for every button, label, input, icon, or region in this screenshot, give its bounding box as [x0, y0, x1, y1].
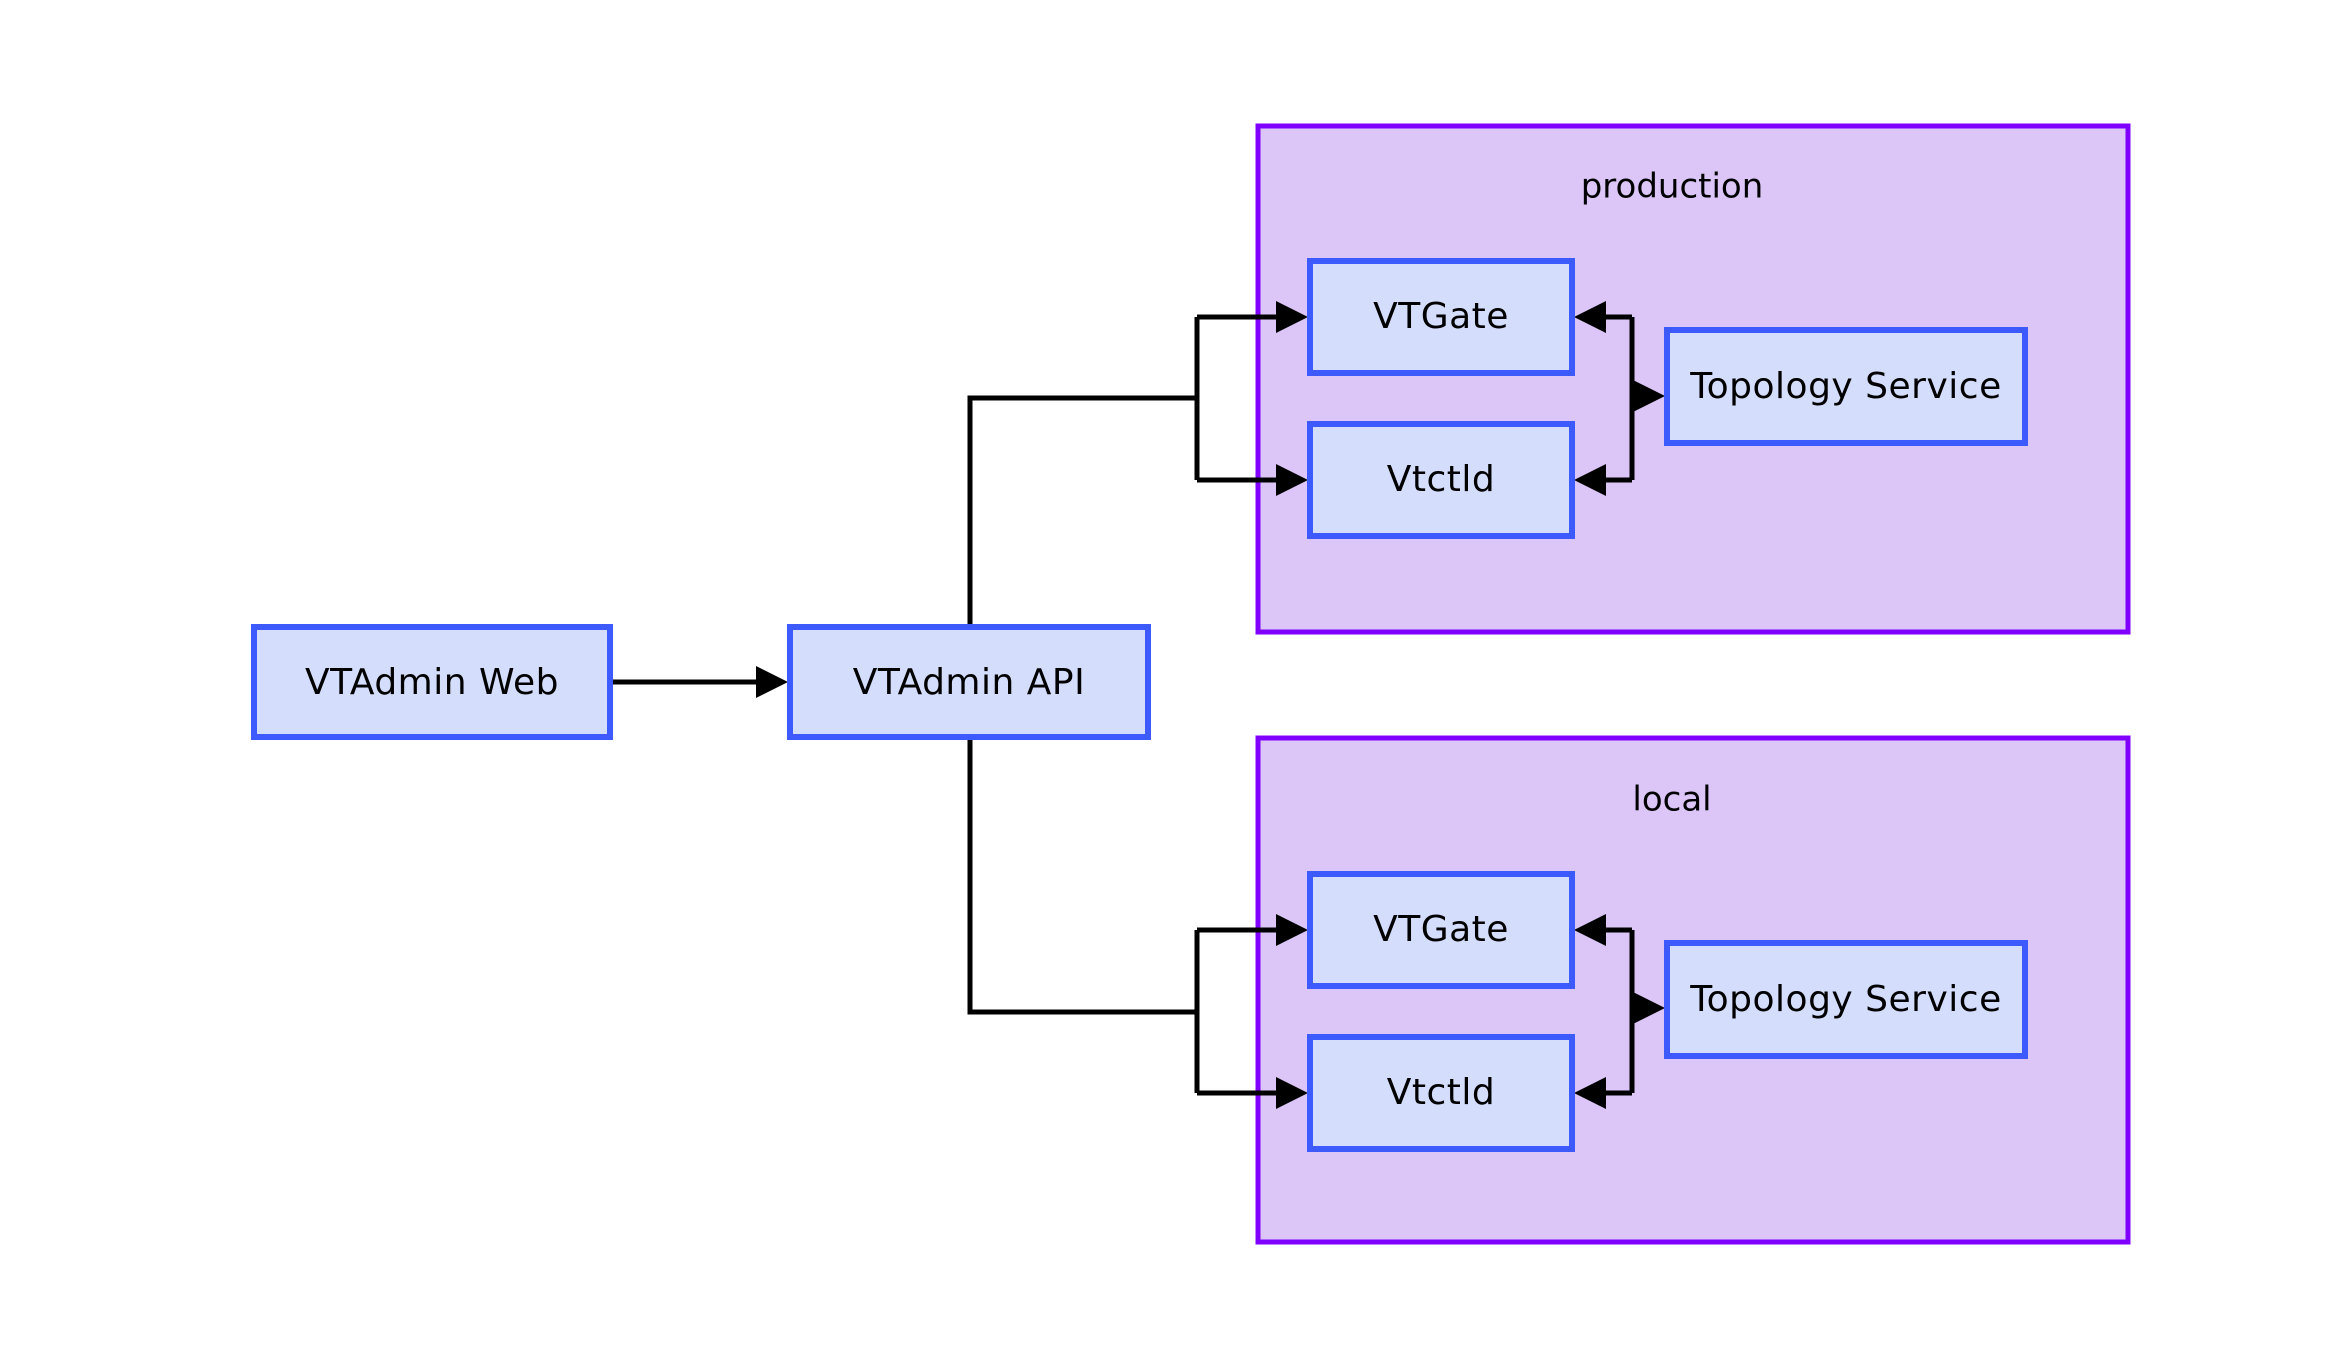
- node-vtadmin-api[interactable]: VTAdmin API: [787, 624, 1151, 740]
- edge-api-to-local: [967, 737, 1308, 1109]
- node-local-topology-service-label: Topology Service: [1689, 979, 2001, 1020]
- node-production-vtctld[interactable]: Vtctld: [1307, 421, 1575, 539]
- edge-production-topology-hub: [1574, 301, 1665, 496]
- edge-local-topology-in-arrowhead: [1633, 992, 1665, 1024]
- node-local-topology-service-rect[interactable]: [1664, 940, 2028, 1059]
- node-production-vtctld-rect[interactable]: [1307, 421, 1575, 539]
- node-vtadmin-web-label: VTAdmin Web: [305, 662, 559, 703]
- node-production-topology-service-label: Topology Service: [1689, 366, 2001, 407]
- node-local-vtctld-rect[interactable]: [1307, 1034, 1575, 1152]
- edge-api-to-production-trunk: [967, 395, 1197, 627]
- node-vtadmin-web-rect[interactable]: [251, 624, 613, 740]
- edge-local-topology-hub: [1574, 914, 1665, 1109]
- node-local-vtgate-label: VTGate: [1373, 909, 1509, 950]
- node-local-vtctld-label: Vtctld: [1387, 1072, 1496, 1113]
- node-production-vtctld-label: Vtctld: [1387, 459, 1496, 500]
- node-vtadmin-api-rect[interactable]: [787, 624, 1151, 740]
- edge-web-to-api: [612, 666, 788, 698]
- edge-production-topology-to-vtgate-arrowhead: [1574, 301, 1606, 333]
- edge-production-topology-in-arrowhead: [1633, 380, 1665, 412]
- cluster-production-label: production: [1581, 167, 1764, 207]
- node-local-vtctld[interactable]: Vtctld: [1307, 1034, 1575, 1152]
- edge-api-to-production-vtgate-arrowhead: [1276, 301, 1308, 333]
- edge-api-to-production-vtctld-arrowhead: [1276, 464, 1308, 496]
- edge-web-to-api-arrowhead: [756, 666, 788, 698]
- node-production-topology-service[interactable]: Topology Service: [1664, 327, 2028, 446]
- edge-api-to-local-vtgate-arrowhead: [1276, 914, 1308, 946]
- edge-api-to-production: [967, 301, 1308, 627]
- node-production-vtgate-rect[interactable]: [1307, 258, 1575, 376]
- cluster-local-label: local: [1632, 780, 1711, 820]
- edge-production-topology-to-vtctld-arrowhead: [1574, 464, 1606, 496]
- edge-api-to-local-vtctld-arrowhead: [1276, 1077, 1308, 1109]
- node-vtadmin-web[interactable]: VTAdmin Web: [251, 624, 613, 740]
- node-production-vtgate-label: VTGate: [1373, 296, 1509, 337]
- node-production-vtgate[interactable]: VTGate: [1307, 258, 1575, 376]
- node-local-vtgate[interactable]: VTGate: [1307, 871, 1575, 989]
- node-local-topology-service[interactable]: Topology Service: [1664, 940, 2028, 1059]
- edge-api-to-local-trunk: [967, 737, 1197, 1015]
- edge-local-topology-to-vtgate-arrowhead: [1574, 914, 1606, 946]
- edge-local-topology-to-vtctld-arrowhead: [1574, 1077, 1606, 1109]
- node-production-topology-service-rect[interactable]: [1664, 327, 2028, 446]
- node-vtadmin-api-label: VTAdmin API: [853, 662, 1085, 703]
- node-local-vtgate-rect[interactable]: [1307, 871, 1575, 989]
